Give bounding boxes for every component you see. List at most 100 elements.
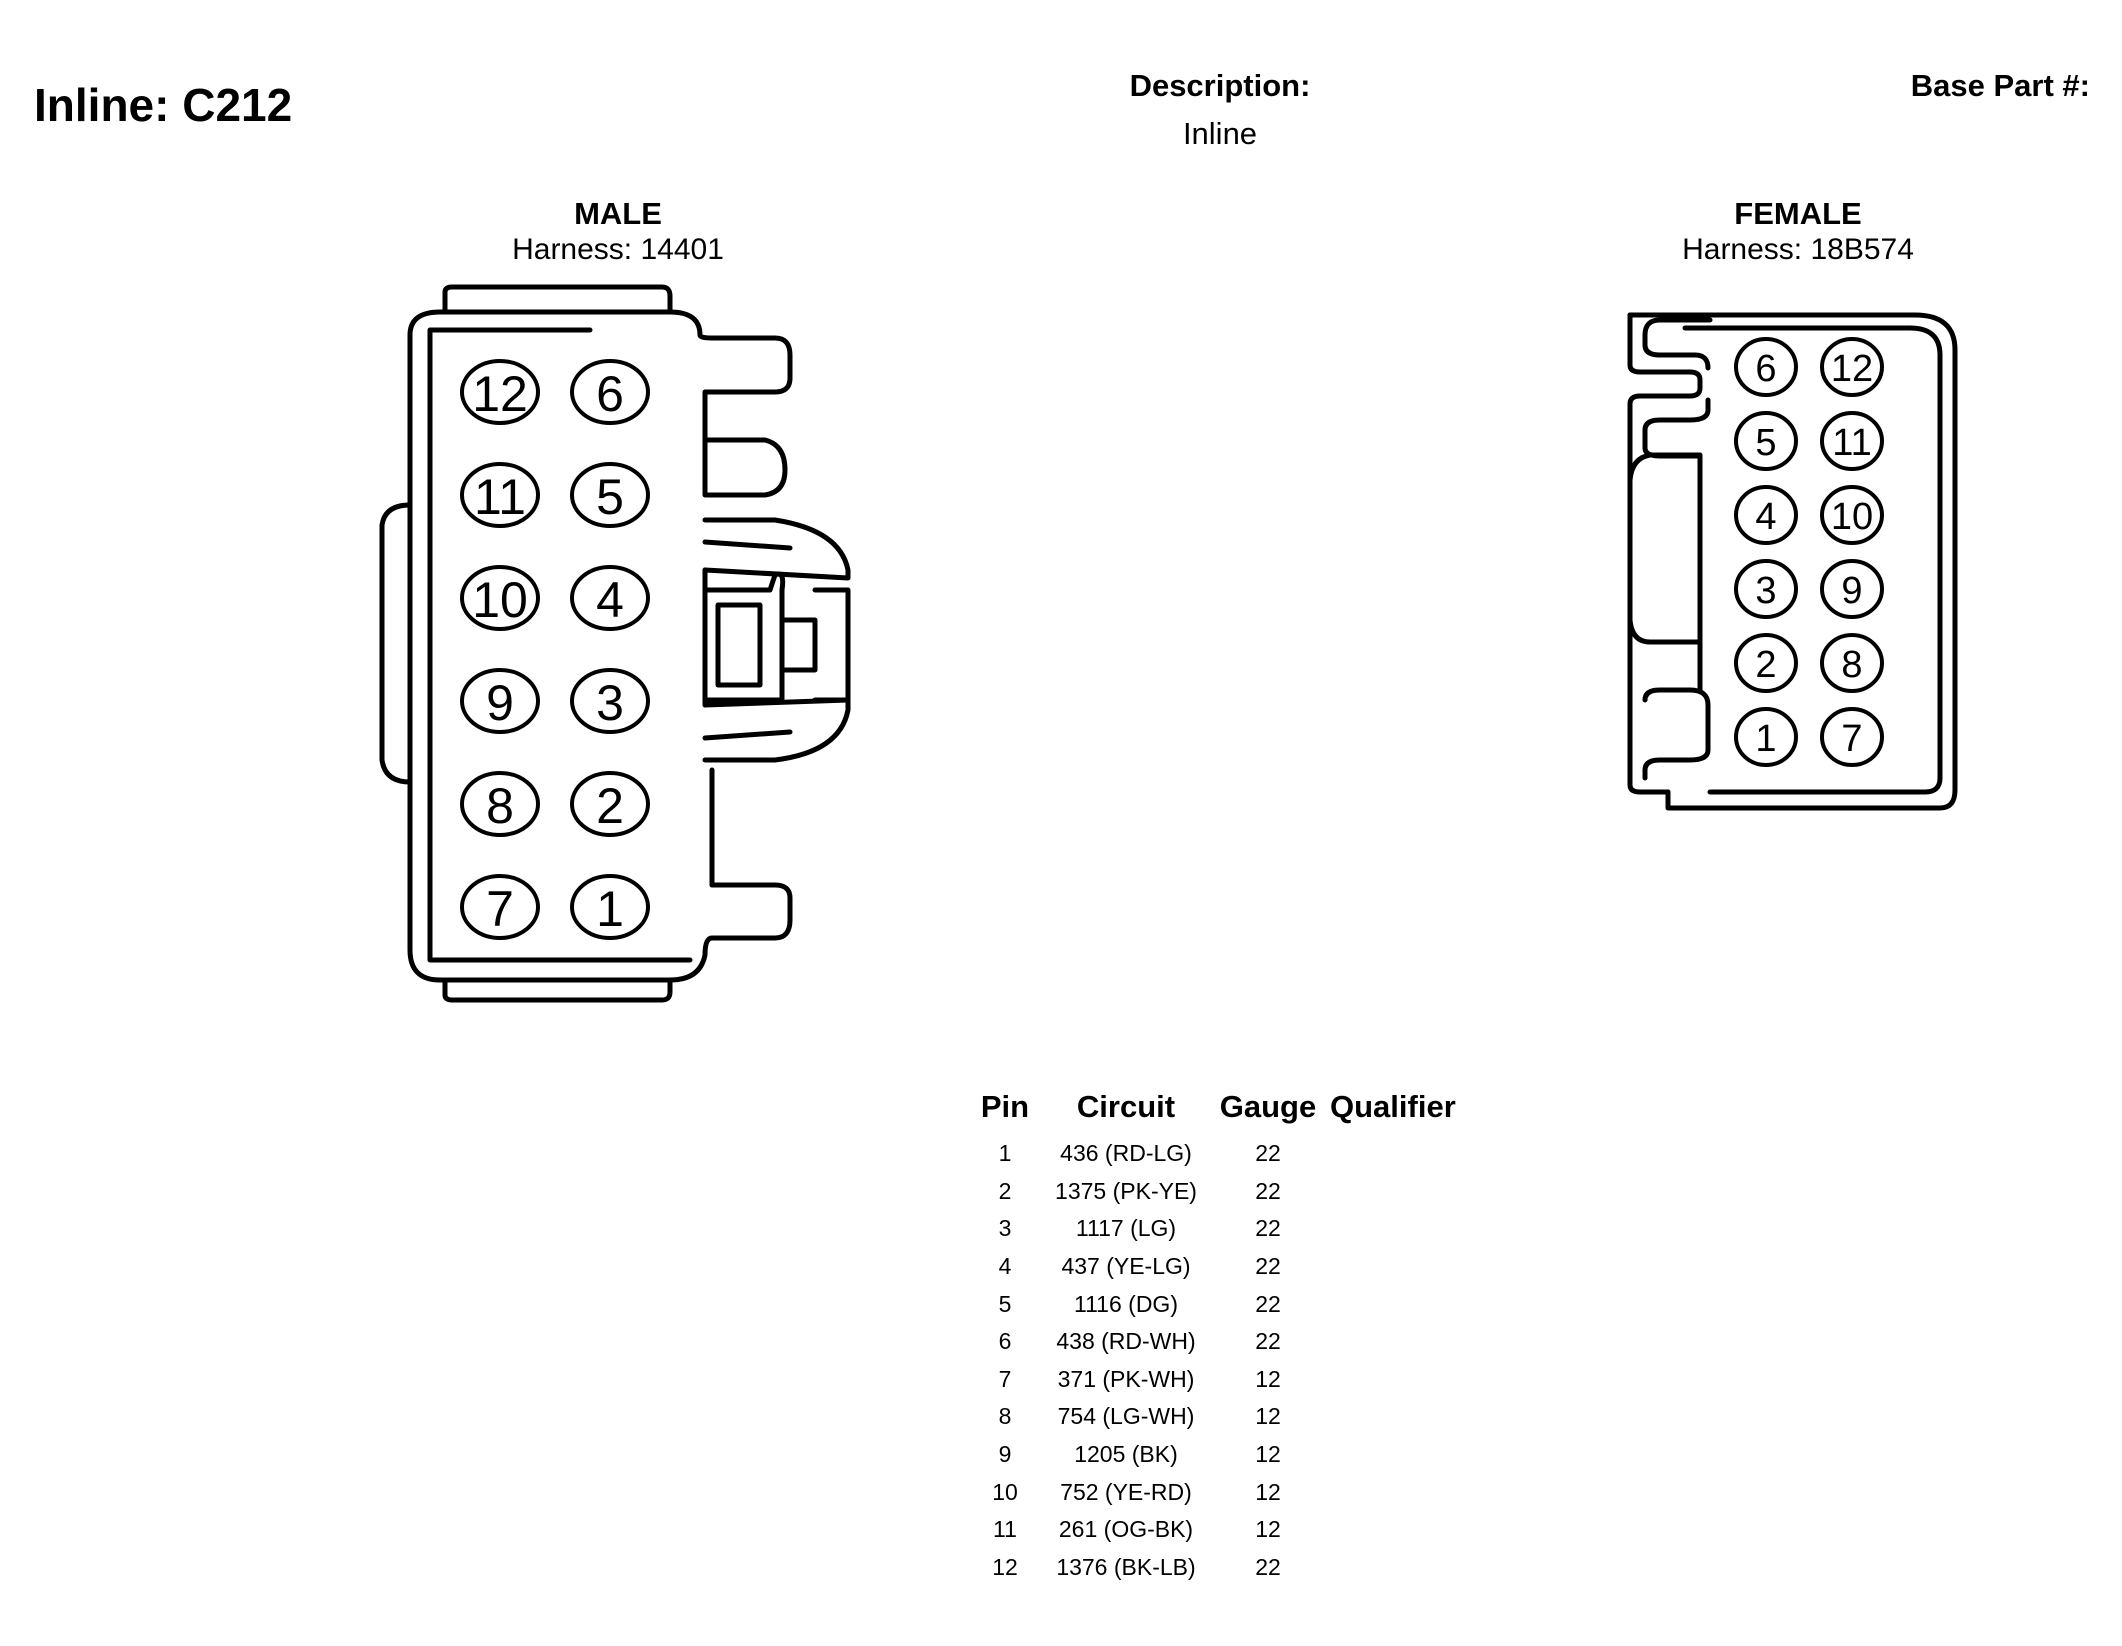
- cell-qualifier: [1324, 1248, 1462, 1286]
- cell-qualifier: [1324, 1323, 1462, 1361]
- male-pin-circle: [570, 668, 650, 734]
- female-pin-circle: [1734, 559, 1798, 619]
- cell-circuit: 437 (YE-LG): [1061, 1253, 1191, 1280]
- male-pin-number: 5: [596, 469, 624, 525]
- male-pin-number: 3: [596, 675, 624, 731]
- male-pin-number: 4: [596, 572, 624, 628]
- cell-qualifier: [1324, 1285, 1462, 1323]
- male-pin-number: 12: [472, 366, 528, 422]
- header-pin: Pin: [980, 1089, 1030, 1124]
- male-pin-circle: [570, 462, 650, 528]
- male-pin-number: 11: [474, 469, 526, 525]
- cell-pin: 1: [998, 1140, 1012, 1167]
- female-pin-circle: [1734, 707, 1798, 767]
- cell-qualifier: [1324, 1436, 1462, 1474]
- cell-gauge: 12: [1255, 1365, 1281, 1392]
- female-pin-circle: [1820, 485, 1884, 545]
- cell-circuit: 1117 (LG): [1075, 1215, 1177, 1242]
- cell-gauge: 22: [1255, 1328, 1281, 1355]
- cell-pin: 11: [993, 1516, 1017, 1543]
- cell-pin: 12: [992, 1553, 1018, 1580]
- female-connector-housing: [1627, 312, 1958, 811]
- description-label: Description:: [1129, 68, 1311, 103]
- male-pin-number: 10: [472, 572, 528, 628]
- female-pin-number: 5: [1755, 422, 1776, 464]
- table-row: 10 752 (YE-RD) 12: [970, 1473, 1462, 1511]
- table-row: 4 437 (YE-LG) 22: [970, 1248, 1462, 1286]
- male-connector-housing: [379, 284, 851, 1003]
- table-row: 11 261 (OG-BK) 12: [970, 1511, 1462, 1549]
- female-pin-number: 10: [1831, 496, 1873, 538]
- cell-gauge: 22: [1255, 1253, 1281, 1280]
- header-gauge: Gauge: [1219, 1089, 1317, 1124]
- male-pin-number: 2: [596, 778, 624, 834]
- male-pin-number: 1: [596, 881, 624, 937]
- cell-circuit: 1116 (DG): [1074, 1290, 1178, 1317]
- female-pin-circle: [1734, 633, 1798, 693]
- male-pin-circle: [460, 359, 540, 425]
- cell-qualifier: [1324, 1173, 1462, 1211]
- cell-circuit: 1205 (BK): [1074, 1441, 1178, 1468]
- cell-pin: 5: [998, 1290, 1012, 1317]
- cell-qualifier: [1324, 1473, 1462, 1511]
- description-value: Inline: [1182, 116, 1258, 151]
- cell-circuit: 754 (LG-WH): [1057, 1403, 1195, 1430]
- female-pin-circle: [1820, 559, 1884, 619]
- female-harness-label: Harness: 18B574: [1682, 233, 1914, 266]
- male-harness-label: Harness: 14401: [512, 233, 724, 266]
- cell-pin: 6: [998, 1328, 1012, 1355]
- female-pin-number: 2: [1755, 644, 1776, 686]
- female-pin-circle: [1820, 411, 1884, 471]
- cell-gauge: 12: [1255, 1516, 1281, 1543]
- cell-pin: 8: [998, 1403, 1012, 1430]
- cell-pin: 4: [998, 1253, 1012, 1280]
- female-pin-number: 4: [1755, 496, 1776, 538]
- female-pin-number: 9: [1841, 570, 1862, 612]
- female-pin-number: 12: [1831, 348, 1873, 390]
- cell-circuit: 438 (RD-WH): [1056, 1328, 1196, 1355]
- cell-circuit: 1376 (BK-LB): [1056, 1553, 1196, 1580]
- cell-qualifier: [1324, 1549, 1462, 1587]
- table-row: 1 436 (RD-LG) 22: [970, 1135, 1462, 1173]
- female-pin-circle: [1734, 411, 1798, 471]
- male-pin-circle: [460, 668, 540, 734]
- cell-gauge: 22: [1255, 1177, 1281, 1204]
- cell-gauge: 22: [1255, 1140, 1281, 1167]
- cell-circuit: 752 (YE-RD): [1060, 1478, 1192, 1505]
- male-pin-circle: [570, 359, 650, 425]
- male-connector-label: MALE: [574, 196, 662, 231]
- female-pin-circle: [1820, 337, 1884, 397]
- cell-circuit: 261 (OG-BK): [1058, 1516, 1194, 1543]
- base-part-label: Base Part #:: [1910, 68, 2090, 103]
- cell-pin: 2: [998, 1177, 1012, 1204]
- cell-pin: 3: [998, 1215, 1012, 1242]
- female-pin-number: 11: [1832, 422, 1871, 464]
- table-row: 3 1117 (LG) 22: [970, 1210, 1462, 1248]
- female-pin-number: 1: [1755, 718, 1776, 760]
- cell-qualifier: [1324, 1361, 1462, 1399]
- cell-qualifier: [1324, 1398, 1462, 1436]
- male-pin-circle: [570, 771, 650, 837]
- cell-qualifier: [1324, 1210, 1462, 1248]
- cell-pin: 9: [998, 1441, 1012, 1468]
- cell-circuit: 436 (RD-LG): [1060, 1140, 1192, 1167]
- male-pin-circle: [460, 462, 540, 528]
- cell-pin: 10: [992, 1478, 1018, 1505]
- male-pin-number: 8: [486, 778, 514, 834]
- male-pin-circle: [460, 874, 540, 940]
- male-pin-number: 7: [486, 881, 514, 937]
- female-pin-circle: [1820, 633, 1884, 693]
- pin-table-header: Pin Circuit Gauge Qualifier: [970, 1085, 1462, 1135]
- female-pin-number: 6: [1755, 348, 1776, 390]
- female-connector-label: FEMALE: [1734, 196, 1862, 231]
- cell-gauge: 12: [1255, 1478, 1281, 1505]
- header-qualifier: Qualifier: [1330, 1089, 1456, 1124]
- pin-table: Pin Circuit Gauge Qualifier 1 436 (RD-LG)…: [970, 1085, 1462, 1586]
- cell-gauge: 22: [1255, 1215, 1281, 1242]
